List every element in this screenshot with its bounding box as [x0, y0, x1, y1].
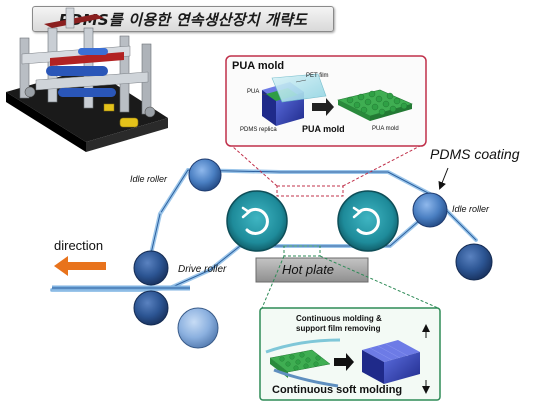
hot-plate [255, 257, 369, 283]
machine-illustration [6, 7, 168, 152]
pdms-coating-arrow [438, 167, 449, 190]
direction-label: direction [54, 238, 104, 253]
rotation-arrow-icon [352, 206, 380, 235]
soft-molding-caption-line1: Continuous molding & [296, 314, 382, 323]
hot-plate-label: Hot plate [282, 262, 335, 277]
pua-mold-illustration [261, 73, 413, 126]
callout-connector-bottom [261, 245, 439, 309]
pua-mold-small-label: PUA mold [372, 126, 399, 132]
pua-mold-callout-title: PUA mold [232, 60, 285, 72]
mold-roller-left [226, 190, 288, 252]
soft-molding-title: Continuous soft molding [272, 384, 403, 396]
drive-roller [133, 250, 169, 286]
pua-mold-bold-label: PUA mold [302, 124, 345, 134]
pua-label: PUA [247, 89, 260, 95]
pinch-roller-bottom [133, 290, 169, 326]
idle-roller-right-label: Idle roller [452, 204, 490, 214]
pdms-replica-label: PDMS replica [240, 127, 277, 133]
mold-roller-right [337, 190, 399, 252]
pdms-coating-label: PDMS coating [430, 146, 520, 162]
lower-right-roller [455, 243, 493, 281]
outfeed-roller [177, 307, 219, 349]
pet-film-label: PET film [306, 73, 329, 79]
callout-connector-top [231, 145, 421, 197]
page-title: PDMS를 이용한 연속생산장치 개략도 [58, 10, 308, 29]
drive-roller-label: Drive roller [178, 264, 227, 275]
rotation-arrow-icon [241, 206, 269, 235]
idle-roller-left [188, 158, 222, 192]
soft-molding-illustration [265, 324, 430, 394]
direction-arrow [54, 256, 106, 276]
idle-roller-right [412, 192, 448, 228]
soft-molding-caption-line2: support film removing [296, 324, 381, 333]
idle-roller-left-label: Idle roller [130, 174, 168, 184]
